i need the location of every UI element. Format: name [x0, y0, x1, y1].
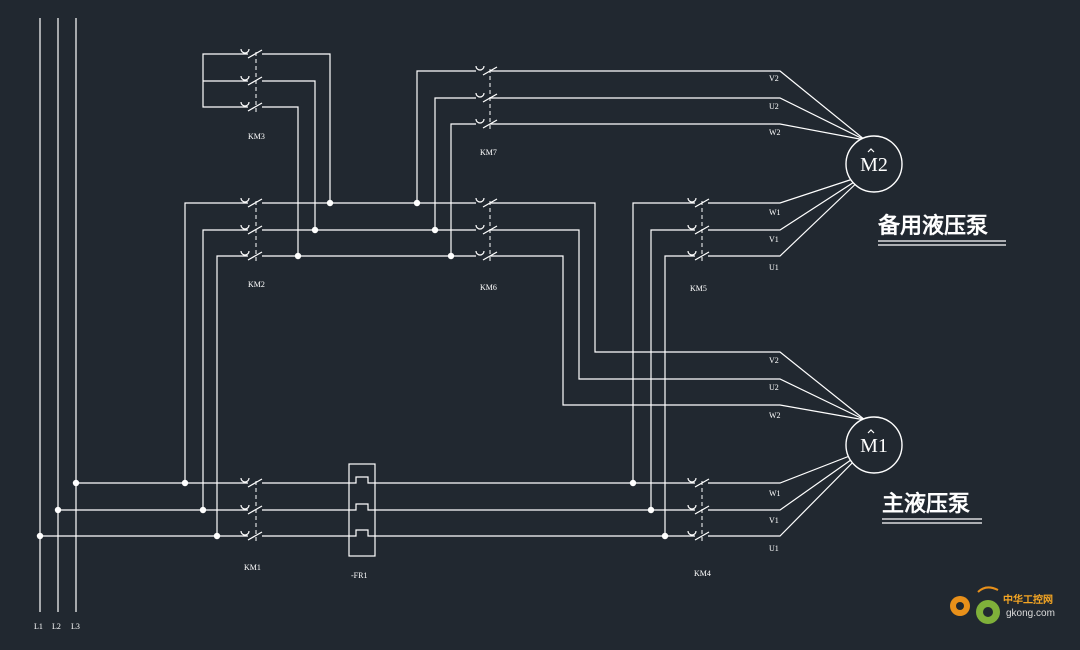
contactor-km1: KM1: [240, 477, 263, 572]
junction-dots: [36, 199, 669, 540]
km4-label: KM4: [694, 569, 711, 578]
watermark-logo: 中华工控网 gkong.com: [950, 586, 1055, 624]
km5-wiring: [632, 174, 866, 536]
contactor-contacts: KM3 KM2 KM1 KM7: [240, 48, 711, 578]
motor-m1-label: M1: [860, 435, 888, 457]
motor-m1: M1: [845, 416, 903, 474]
contactor-km2: KM2: [240, 197, 265, 289]
main-pump-title: 主液压泵: [882, 491, 982, 524]
contactor-km5: KM5: [687, 197, 710, 293]
km5-label: KM5: [690, 284, 707, 293]
contactor-km6: KM6: [475, 197, 498, 292]
main-branch-wiring: [40, 449, 866, 537]
bus-label-l2: L2: [52, 622, 61, 631]
m2-terminal-u1: U1: [769, 263, 779, 272]
contactor-km4: KM4: [687, 477, 711, 578]
km7-wiring: [416, 70, 866, 256]
fr1-label: -FR1: [351, 571, 367, 580]
main-pump-label: 主液压泵: [882, 491, 970, 517]
watermark-url: gkong.com: [1006, 608, 1055, 619]
km7-label: KM7: [480, 148, 497, 157]
m1-terminal-v1: V1: [769, 516, 779, 525]
contactor-km3: KM3: [240, 48, 265, 141]
bus-label-l1: L1: [34, 622, 43, 631]
motor-m2-label: M2: [860, 154, 888, 176]
watermark-cn: 中华工控网: [1003, 593, 1053, 606]
m1-terminal-w1: W1: [769, 489, 781, 498]
m1-terminal-w2: W2: [769, 411, 781, 420]
m1-terminal-labels: V2 U2 W2 W1 V1 U1: [769, 356, 781, 553]
km3-label: KM3: [248, 132, 265, 141]
m2-terminal-v2: V2: [769, 74, 779, 83]
km6-label: KM6: [480, 283, 497, 292]
m1-terminal-u1: U1: [769, 544, 779, 553]
contactor-km7: KM7: [475, 65, 498, 157]
km2-branch-wiring: [184, 202, 476, 536]
km1-label: KM1: [244, 563, 261, 572]
m2-terminal-labels: V2 U2 W2 W1 V1 U1: [769, 74, 781, 272]
standby-pump-label: 备用液压泵: [877, 213, 988, 239]
km3-wiring: [202, 53, 331, 256]
km6-wiring: [490, 202, 866, 421]
km2-label: KM2: [248, 280, 265, 289]
bus-label-l3: L3: [71, 622, 80, 631]
motor-m2: M2: [845, 135, 903, 193]
gear-icon: [950, 586, 1000, 624]
thermal-relay-fr1: -FR1: [348, 463, 376, 580]
m2-terminal-w1: W1: [769, 208, 781, 217]
m2-terminal-w2: W2: [769, 128, 781, 137]
m1-terminal-u2: U2: [769, 383, 779, 392]
m1-terminal-v2: V2: [769, 356, 779, 365]
m2-terminal-v1: V1: [769, 235, 779, 244]
standby-pump-title: 备用液压泵: [877, 213, 1006, 246]
m2-terminal-u2: U2: [769, 102, 779, 111]
